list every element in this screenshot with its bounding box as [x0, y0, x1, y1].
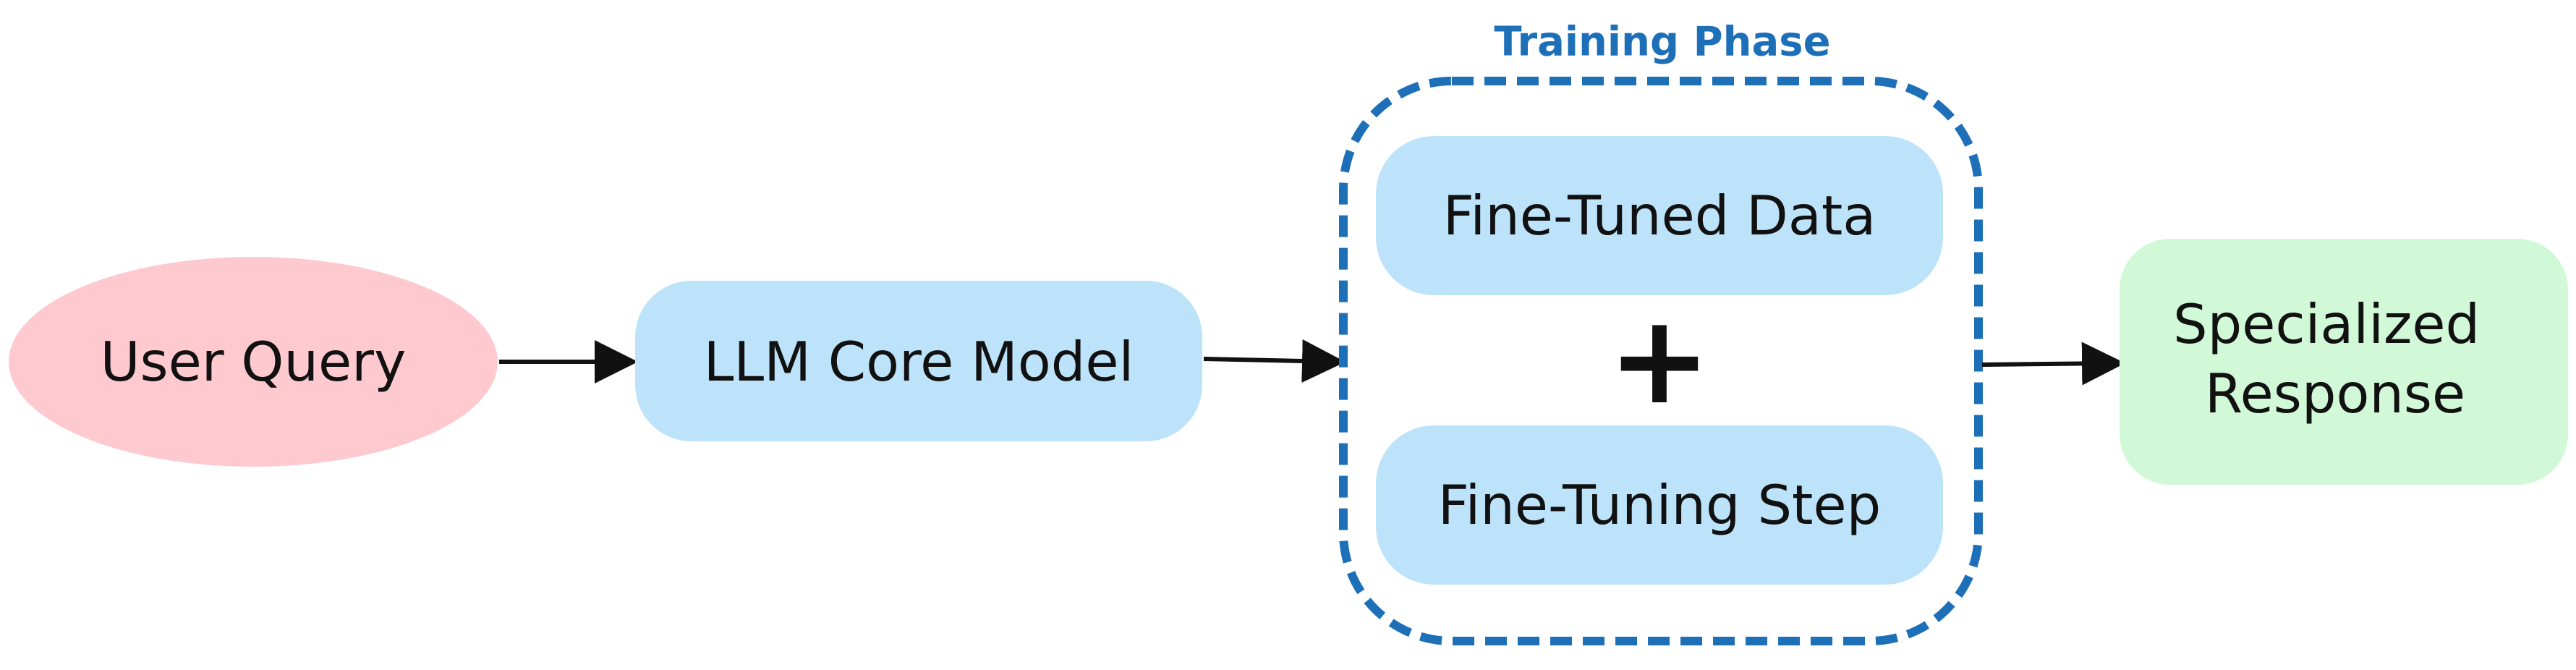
arrow-training-to-response: [1981, 342, 2125, 386]
fine-tuning-step-label: Fine-Tuning Step: [1438, 473, 1881, 537]
specialized-response-shape: [2120, 239, 2568, 485]
fine-tuned-data-label: Fine-Tuned Data: [1443, 184, 1876, 247]
fine-tuned-data-shape: [1376, 136, 1943, 295]
user-query-node: User Query: [9, 257, 498, 467]
user-query-shape: [9, 257, 498, 467]
llm-core-model-label: LLM Core Model: [704, 330, 1134, 394]
arrow-llm-to-training: [1203, 339, 1346, 383]
specialized-response-line1: Specialized: [2173, 292, 2480, 356]
training-phase-group: Training Phase Fine-Tuned Data + Fine-Tu…: [1339, 19, 1983, 645]
specialized-response-node: Specialized Response: [2120, 239, 2568, 485]
training-phase-border: [1339, 77, 1983, 645]
llm-core-model-node: LLM Core Model: [635, 281, 1202, 441]
fine-tuning-step-node: Fine-Tuning Step: [1376, 425, 1943, 585]
plus-icon: +: [1608, 289, 1711, 432]
user-query-label: User Query: [101, 330, 407, 394]
specialized-response-line2: Response: [2205, 362, 2465, 425]
specialized-response-label: Specialized Response: [2173, 292, 2497, 425]
fine-tuning-step-shape: [1376, 425, 1943, 585]
fine-tuned-data-node: Fine-Tuned Data: [1376, 136, 1943, 295]
llm-core-model-shape: [635, 281, 1202, 441]
training-phase-title: Training Phase: [1494, 19, 1830, 66]
